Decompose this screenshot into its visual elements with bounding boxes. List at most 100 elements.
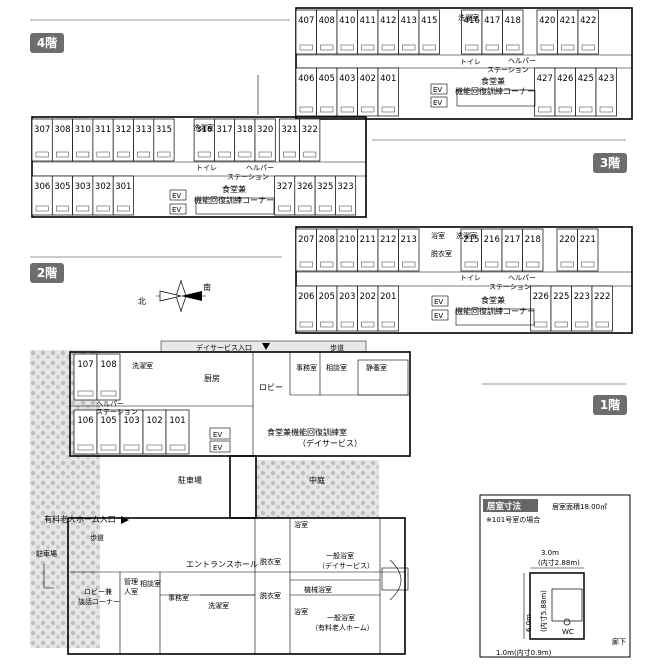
kitchen: 厨房 [204,373,220,383]
room-401: 401 [377,67,399,117]
lobby-corner: ロビー兼 [84,587,112,596]
room-number: 311 [95,125,111,135]
room-number: 323 [337,182,353,192]
room-number: 415 [421,16,437,26]
room-315: 315 [153,118,175,162]
day-service-entrance[interactable]: デイサービス入口 [196,343,252,352]
parking: 駐車場 [178,475,202,485]
rest-room: 静養室 [366,363,387,372]
room-number: 201 [380,292,396,302]
room-number: 411 [360,16,376,26]
room-number: 310 [75,125,91,135]
room-221: 221 [577,228,599,272]
room-depth-inner: (内寸5.88m) [539,590,548,632]
floor-label-1-bg [593,395,627,415]
room-325: 325 [314,175,336,216]
room-303: 303 [72,175,94,216]
room-417: 417 [481,9,503,55]
room-425: 425 [575,67,597,117]
helper-station: ヘルパー [246,164,274,172]
room-number: 317 [216,125,232,135]
room-226: 226 [530,285,552,332]
floor-label-3-bg [593,153,627,173]
helper-station: ヘルパー [96,400,124,408]
room-number: 402 [360,74,376,84]
dining-area: 機能回復訓練コーナー [455,86,535,96]
compass-south: 南 [203,282,211,292]
room-426: 426 [554,67,576,117]
dining-area: 食堂兼 [481,76,505,86]
room-number: 410 [339,16,355,26]
room-307: 307 [31,118,53,162]
helper-station: ステーション [96,408,138,416]
room-number: 208 [319,235,335,245]
room-number: 413 [401,16,417,26]
laundry-room: 洗濯室 [193,123,214,132]
room-number: 218 [525,235,541,245]
floor-label-3: 3階 [600,155,620,170]
room-number: 320 [257,125,273,135]
room-413: 413 [398,9,420,55]
room-width-inner: (内寸2.88m) [538,558,580,567]
room-number: 213 [401,235,417,245]
laundry-room: 洗濯室 [132,361,153,370]
room-312: 312 [112,118,134,162]
room-number: 305 [54,182,70,192]
room-number: 322 [302,125,318,135]
office: 事務室 [168,593,189,602]
helper-station: ステーション [227,173,269,181]
room-number: 106 [77,416,93,426]
room-313: 313 [133,118,155,162]
room-321: 321 [278,118,300,162]
room-number: 416 [464,16,480,26]
room-201: 201 [377,285,399,332]
room-317: 317 [214,118,236,162]
room-206: 206 [295,285,317,332]
bath: 浴室 [431,231,445,240]
home-entrance[interactable]: 有料老人ホーム入口 [44,514,116,524]
room-number: 102 [146,416,162,426]
floor-3-outline [31,116,367,218]
room-number: 303 [75,182,91,192]
room-420: 420 [536,9,558,55]
lobby-corner: 談話コーナー [78,597,120,606]
room-width: 3.0m [541,549,559,557]
room-218: 218 [522,228,544,272]
elevator: EV [433,99,442,107]
floor-label-1: 1階 [600,397,620,412]
helper-station: ヘルパー [508,274,536,282]
room-number: 210 [339,235,355,245]
room-number: 220 [559,235,575,245]
room-407: 407 [295,9,317,55]
floor-4-outline [295,7,633,120]
room-number: 405 [319,74,335,84]
room-number: 212 [380,235,396,245]
room-308: 308 [51,118,73,162]
toilet: トイレ [460,274,481,282]
room-number: 418 [505,16,521,26]
wc-label: WC [562,628,574,636]
floor-label-4-bg [30,33,64,53]
floor-label-2-bg [30,263,64,283]
room-number: 403 [339,74,355,84]
elevator: EV [434,312,443,320]
room-102: 102 [142,409,167,455]
room-411: 411 [357,9,379,55]
public-bath-home: 一般浴室 [327,613,355,622]
room-number: 406 [298,74,314,84]
room-405: 405 [316,67,338,117]
room-dims-title: 居室寸法 [486,501,522,512]
floor-label-2: 2階 [37,265,57,280]
changing-room: 脱衣室 [431,249,452,258]
room-211: 211 [357,228,379,272]
room-number: 327 [277,182,293,192]
corridor-width: 1.0m(内寸0.9m) [496,648,552,657]
room-327: 327 [274,175,296,216]
room-322: 322 [299,118,321,162]
